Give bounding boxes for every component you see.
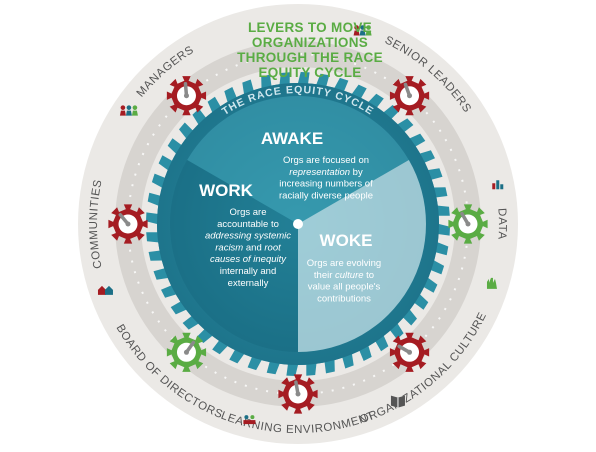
- person-body: [131, 110, 138, 116]
- phase-text-segment: externally: [228, 278, 269, 289]
- gear-communities: [108, 204, 148, 244]
- phase-text-segment: contributions: [317, 293, 371, 304]
- phase-text-line: Orgs are focused on: [283, 155, 369, 166]
- phase-text-segment: causes of inequity: [210, 254, 287, 265]
- center-pin: [293, 219, 303, 229]
- phase-text-segment: increasing numbers of: [279, 179, 373, 190]
- person-body: [365, 30, 372, 36]
- hand-icon: [486, 277, 497, 289]
- phase-text-segment: root: [264, 242, 281, 253]
- phase-text-segment: and: [243, 242, 264, 253]
- person-head: [366, 25, 371, 30]
- person-head: [120, 105, 126, 110]
- phase-text-segment: value all people's: [308, 282, 381, 293]
- gear-managers: [166, 76, 207, 116]
- title-line: EQUITY CYCLE: [258, 65, 362, 80]
- phase-text-line: causes of inequity: [210, 254, 287, 265]
- bar: [500, 184, 504, 190]
- phase-text-segment: their: [314, 270, 335, 281]
- phase-text-segment: racism: [215, 242, 243, 253]
- phase-text-line: representation by: [289, 167, 363, 178]
- person-head: [354, 25, 359, 30]
- phase-text-segment: Orgs are: [230, 207, 267, 218]
- lever-pivot: [407, 93, 413, 99]
- people-icon: [353, 25, 372, 36]
- house: [104, 285, 113, 295]
- phase-text-segment: to: [364, 270, 375, 281]
- bar: [496, 180, 500, 190]
- phase-text-segment: Orgs are evolving: [307, 258, 381, 269]
- member: [244, 415, 249, 420]
- phase-text-segment: Orgs are focused on: [283, 155, 369, 166]
- phase-text-line: increasing numbers of: [279, 179, 373, 190]
- member: [250, 415, 255, 420]
- book-icon: [390, 395, 405, 408]
- bar: [492, 183, 496, 190]
- phase-text-line: internally and: [220, 266, 277, 277]
- phase-text-segment: racially diverse people: [279, 190, 373, 201]
- phase-text-line: accountable to: [217, 219, 279, 230]
- label-communities: COMMUNITIES: [88, 178, 105, 269]
- diagram-title: LEVERS TO MOVE ORGANIZATIONS THROUGH THE…: [200, 20, 420, 80]
- sector-work: [169, 160, 298, 352]
- lever-pivot: [465, 221, 471, 227]
- people-icon: [119, 105, 138, 116]
- person-body: [119, 110, 126, 116]
- phase-text-segment: by: [350, 167, 363, 178]
- phase-text-line: racially diverse people: [279, 190, 373, 201]
- gear-senior-leaders: [389, 76, 430, 116]
- person-head: [360, 25, 365, 30]
- lever-pivot: [183, 93, 189, 99]
- phase-text-line: racism and root: [215, 242, 281, 253]
- lever-pivot: [295, 391, 301, 397]
- gear-data: [448, 204, 488, 244]
- phase-heading-work: WORK: [199, 181, 254, 200]
- title-line: ORGANIZATIONS: [251, 35, 369, 50]
- phase-text-line: Orgs are evolving: [307, 258, 381, 269]
- title-line: LEVERS TO MOVE: [248, 20, 372, 35]
- house: [97, 285, 106, 295]
- gear-board-of-directors: [166, 332, 207, 372]
- phase-text-line: value all people's: [308, 282, 381, 293]
- gear-organizational-culture: [389, 332, 430, 372]
- bar-chart-icon: [492, 180, 504, 190]
- phase-heading-woke: WOKE: [320, 231, 373, 250]
- person-head: [132, 105, 138, 110]
- phase-text-line: their culture to: [314, 270, 374, 281]
- phase-text-segment: representation: [289, 167, 350, 178]
- sector-woke: [298, 160, 426, 352]
- table: [243, 420, 256, 425]
- hand: [486, 277, 497, 289]
- phase-text-line: contributions: [317, 293, 371, 304]
- person-head: [126, 105, 132, 110]
- lever-pivot: [407, 349, 413, 355]
- phase-heading-awake: AWAKE: [261, 129, 323, 148]
- houses-icon: [97, 285, 113, 295]
- person-body: [359, 30, 366, 36]
- lever-pivot: [125, 221, 131, 227]
- phase-text-segment: internally and: [220, 266, 277, 277]
- phase-text-segment: culture: [335, 270, 364, 281]
- phase-text-line: addressing systemic: [205, 231, 291, 242]
- person-body: [353, 30, 360, 36]
- person-body: [125, 110, 132, 116]
- lever-pivot: [183, 349, 189, 355]
- phase-text-line: externally: [228, 278, 269, 289]
- label-data: DATA: [495, 208, 508, 240]
- phase-text-line: Orgs are: [230, 207, 267, 218]
- gear-learning-environment: [278, 374, 318, 414]
- board-icon: [243, 415, 256, 425]
- title-line: THROUGH THE RACE: [237, 50, 383, 65]
- phase-text-segment: addressing systemic: [205, 231, 291, 242]
- phase-text-segment: accountable to: [217, 219, 279, 230]
